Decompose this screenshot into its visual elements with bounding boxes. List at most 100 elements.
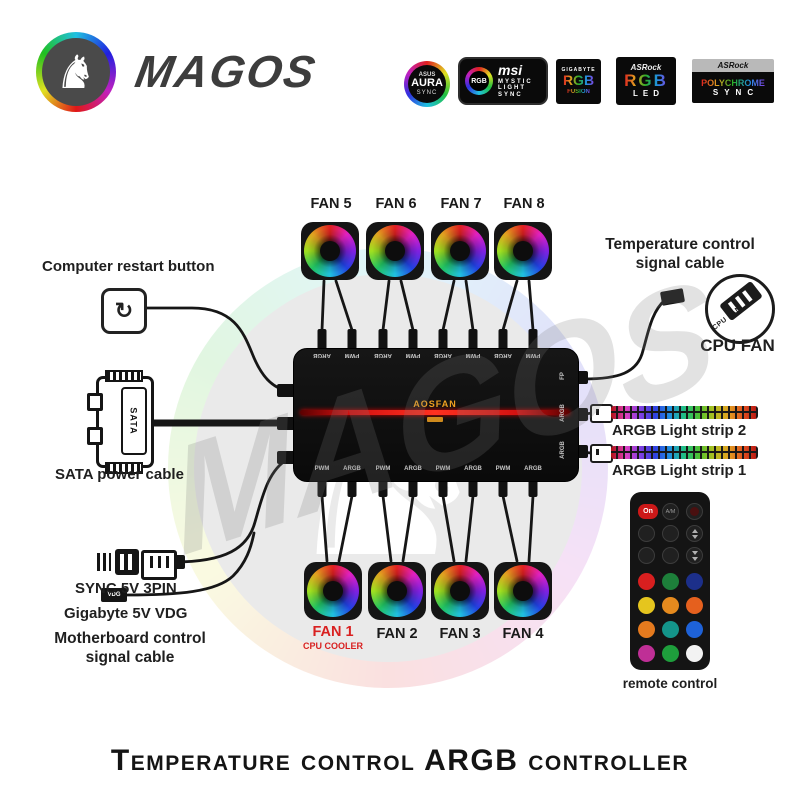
badge-text: LIGHT (498, 85, 526, 92)
mobo-cable-label-line2: signal cable (85, 649, 175, 666)
badge-text: ASUS (418, 71, 436, 78)
sata-cable-label: SATA power cable (55, 466, 184, 483)
badge-text: SYNC (498, 91, 523, 98)
remote-am-button: A/M (662, 503, 679, 520)
badge-asrock-rgb-led: ASRock RGB LED (616, 57, 676, 105)
port-label: PWM (465, 352, 481, 358)
gigabyte-vdg-label: Gigabyte 5V VDG (64, 605, 188, 622)
port-label: ARGB (464, 466, 482, 472)
argb-light-strip-1 (611, 446, 758, 459)
port-label: ARGB (343, 466, 361, 472)
rgb-ring-icon: RGB (465, 67, 493, 95)
product-title: Temperature control ARGB controller (110, 744, 690, 777)
controller-brand: AOSFAN (413, 399, 457, 409)
port-label-fp: FP (560, 372, 566, 380)
remote-color-button (686, 573, 703, 590)
remote-color-button (662, 621, 679, 638)
strip2-label: ARGB Light strip 2 (612, 422, 747, 439)
strip2-connector (590, 404, 613, 423)
argb-controller-hub (293, 348, 579, 482)
badge-text: RGB (624, 71, 668, 91)
badge-text: AURA (411, 77, 443, 90)
badge-text: POLYCHROME (701, 77, 765, 88)
brand-name: MAGOS (131, 46, 321, 97)
fan2-label: FAN 2 (376, 626, 418, 642)
port-label: ARGB (313, 352, 331, 358)
fan6-image (366, 222, 424, 280)
remote-color-button (638, 573, 655, 590)
fan3-label: FAN 3 (439, 626, 481, 642)
remote-color-button (662, 597, 679, 614)
temp-cable-label-line2: signal cable (635, 255, 725, 272)
remote-mode-button (638, 525, 655, 542)
strip1-label: ARGB Light strip 1 (612, 462, 747, 479)
laser-line (300, 410, 570, 415)
remote-speed-up-button (686, 525, 703, 542)
port-label-argb: ARGB (560, 441, 566, 459)
port-label: ARGB (434, 352, 452, 358)
remote-off-button (686, 503, 703, 520)
cpu-fan-badge: CPU FAN (705, 274, 775, 344)
sync-3pin-connector (97, 549, 187, 580)
remote-color-button (686, 621, 703, 638)
remote-color-button (638, 645, 655, 662)
port-label: PWM (405, 352, 421, 358)
fan1-sub-label: CPU COOLER (302, 641, 363, 651)
computer-restart-button: ↻ (101, 288, 147, 334)
remote-control-label: remote control (622, 676, 718, 691)
remote-mode-button (662, 547, 679, 564)
argb-light-strip-2 (611, 406, 758, 419)
sata-connector: SATA (87, 370, 154, 474)
remote-speed-down-button (686, 547, 703, 564)
remote-color-button (638, 597, 655, 614)
vdg-connector: VDG (101, 588, 127, 602)
port-label-argb: ARGB (560, 404, 566, 422)
fan7-label: FAN 7 (440, 196, 482, 212)
badge-text: RGB (469, 71, 489, 91)
badge-text: FUSION (567, 88, 590, 95)
fan1-image (304, 562, 362, 620)
port-label: PWM (495, 466, 511, 472)
fan3-image (431, 562, 489, 620)
port-label: ARGB (404, 466, 422, 472)
remote-control: On A/M (630, 492, 710, 670)
port-label: PWM (375, 466, 391, 472)
port-label: ARGB (524, 466, 542, 472)
badge-text: ASRock (630, 62, 662, 72)
fan5-label: FAN 5 (310, 196, 352, 212)
restart-button-label: Computer restart button (42, 258, 215, 275)
badge-asus-aura-sync: ASUS AURA SYNC (404, 61, 450, 107)
fan8-image (494, 222, 552, 280)
remote-color-button (686, 597, 703, 614)
remote-color-button (686, 645, 703, 662)
port-label: PWM (314, 466, 330, 472)
fan6-label: FAN 6 (375, 196, 417, 212)
brand-logo: ♞ (36, 32, 116, 112)
temp-cable-label-line1: Temperature control (605, 236, 755, 253)
mobo-cable-label-line1: Motherboard control (54, 630, 206, 647)
badge-text: GIGABYTE (561, 66, 596, 73)
port-label: PWM (344, 352, 360, 358)
badge-asrock-polychrome-sync: ASRock POLYCHROME SYNC (692, 59, 774, 103)
port-label: ARGB (494, 352, 512, 358)
remote-color-button (662, 573, 679, 590)
port-label: PWM (435, 466, 451, 472)
badge-text: RGB (562, 72, 595, 89)
remote-color-button (662, 645, 679, 662)
remote-color-button (638, 621, 655, 638)
fan4-label: FAN 4 (502, 626, 544, 642)
badge-text: ASRock (692, 59, 774, 72)
fan8-label: FAN 8 (503, 196, 545, 212)
badge-text: SYNC (712, 88, 760, 98)
remote-on-button: On (638, 504, 658, 519)
sata-connector-text: SATA (129, 407, 140, 435)
badge-text: msi (498, 62, 523, 79)
fan1-label: FAN 1 (312, 624, 354, 640)
badge-gigabyte-rgb-fusion: GIGABYTE RGB FUSION (556, 59, 601, 104)
fan4-image (494, 562, 552, 620)
power-restart-icon: ↻ (114, 298, 134, 323)
fan7-image (431, 222, 489, 280)
strip1-connector (590, 444, 613, 463)
port-label: PWM (525, 352, 541, 358)
